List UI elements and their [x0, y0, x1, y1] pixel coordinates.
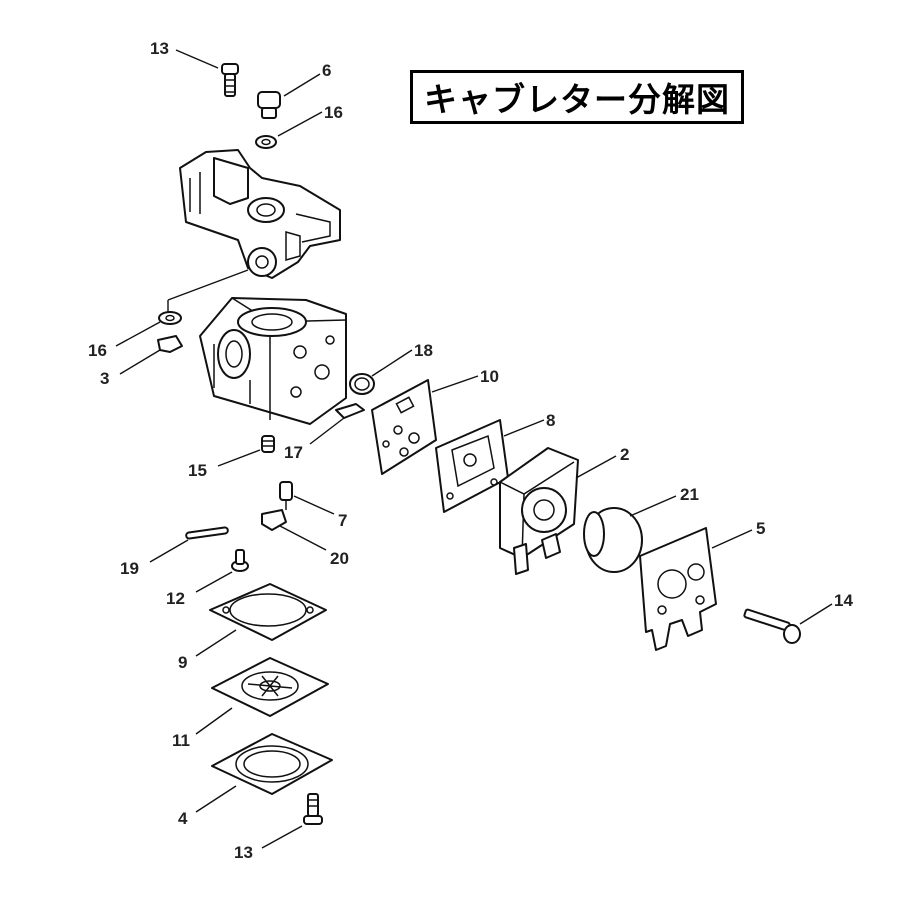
part-6-plug	[257, 91, 281, 119]
label-20: 20	[330, 549, 349, 568]
label-5: 5	[756, 519, 765, 538]
part-12-screw	[231, 549, 249, 572]
part-5-bracket	[639, 527, 717, 651]
label-7: 7	[338, 511, 347, 530]
part-13-top-screw	[221, 63, 239, 97]
part-16-upper-washer	[255, 135, 277, 149]
part-13-bottom-screw	[303, 793, 323, 825]
label-11: 11	[172, 731, 190, 750]
title-box: キャブレター分解図	[410, 70, 744, 124]
part-2-pump-body	[499, 447, 579, 575]
label-8: 8	[546, 411, 555, 430]
part-14-long-screw	[743, 608, 801, 644]
label-16-upper: 16	[324, 103, 343, 122]
label-18: 18	[414, 341, 433, 360]
part-7-needle	[279, 481, 293, 510]
part-20-lever	[261, 509, 287, 531]
part-18-o-ring	[349, 373, 375, 395]
label-13-top: 13	[150, 39, 169, 58]
part-3-clip	[157, 335, 183, 353]
part-11-metering-diaphragm	[211, 657, 329, 717]
label-14: 14	[834, 591, 853, 610]
label-4: 4	[178, 809, 188, 828]
label-19: 19	[120, 559, 139, 578]
label-6: 6	[322, 61, 331, 80]
label-12: 12	[166, 589, 185, 608]
part-15-spring	[261, 435, 275, 453]
part-8-pump-diaphragm	[435, 419, 509, 513]
part-4-metering-cover	[211, 733, 333, 795]
label-13-bottom: 13	[234, 843, 253, 862]
part-10-gasket	[371, 379, 437, 475]
part-9-gasket	[209, 583, 327, 641]
part-16-lower-washer	[158, 311, 182, 325]
part-21-primer-bulb	[583, 507, 643, 573]
part-19-pin	[185, 526, 229, 540]
label-17: 17	[284, 443, 303, 462]
label-2: 2	[620, 445, 629, 464]
upper-cover	[179, 149, 341, 279]
label-10: 10	[480, 367, 499, 386]
label-21: 21	[680, 485, 699, 504]
carburetor-body	[199, 297, 347, 425]
diagram-title: キャブレター分解図	[424, 80, 730, 119]
label-9: 9	[178, 653, 187, 672]
part-17-strainer	[335, 403, 365, 419]
label-3: 3	[100, 369, 109, 388]
label-15: 15	[188, 461, 207, 480]
label-16-lower: 16	[88, 341, 107, 360]
